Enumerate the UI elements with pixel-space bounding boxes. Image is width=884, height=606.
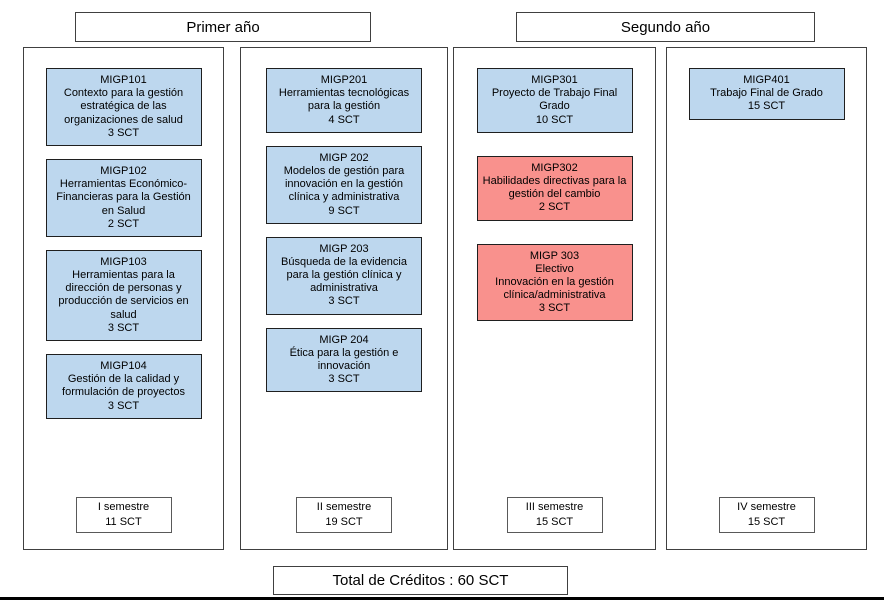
course-credits: 3 SCT — [328, 295, 360, 308]
course-code: MIGP103 — [100, 255, 147, 268]
course-code: MIGP104 — [100, 360, 147, 372]
course-title: Búsqueda de la evidencia para la gestión… — [281, 255, 407, 295]
semester-summary-box-3: III semestre 15 SCT — [506, 497, 603, 533]
course-code: MIGP 204 — [319, 333, 369, 346]
course-list: MIGP101 Contexto para la gestión estraté… — [24, 48, 223, 419]
course-box-migp102: MIGP102 Herramientas Económico-Financier… — [45, 158, 202, 237]
semester-name: IV semestre — [737, 501, 796, 514]
course-title: Contexto para la gestión estratégica de … — [63, 87, 184, 126]
course-title: Electivo Innovación en la gestión clínic… — [495, 262, 614, 302]
course-title: Proyecto de Trabajo Final Grado — [491, 87, 618, 113]
course-credits: 2 SCT — [107, 217, 140, 230]
course-credits: 9 SCT — [328, 204, 360, 217]
course-box-migp101: MIGP101 Contexto para la gestión estraté… — [45, 68, 202, 146]
semester-column-2: MIGP201 Herramientas tecnológicas para l… — [240, 47, 448, 550]
total-credits-label: Total de Créditos : 60 SCT — [332, 572, 509, 589]
course-credits: 3 SCT — [107, 126, 140, 139]
course-code: MIGP301 — [531, 74, 578, 86]
course-code: MIGP102 — [100, 164, 147, 177]
course-box-migp301: MIGP301 Proyecto de Trabajo Final Grado … — [476, 68, 633, 133]
semester-name: I semestre — [97, 501, 150, 514]
course-code: MIGP201 — [320, 74, 368, 86]
course-box-migp303: MIGP 303 Electivo Innovación en la gesti… — [476, 243, 633, 322]
course-credits: 3 SCT — [107, 321, 140, 334]
course-credits: 10 SCT — [535, 113, 574, 126]
course-credits: 4 SCT — [328, 113, 360, 126]
course-list: MIGP301 Proyecto de Trabajo Final Grado … — [454, 48, 655, 322]
course-box-migp202: MIGP 202 Modelos de gestión para innovac… — [266, 145, 422, 224]
course-title: Habilidades directivas para la gestión d… — [482, 174, 627, 201]
total-credits-box: Total de Créditos : 60 SCT — [273, 566, 568, 595]
semester-column-4: MIGP401 Trabajo Final de Grado 15 SCT IV… — [666, 47, 867, 550]
course-credits: 2 SCT — [538, 201, 571, 214]
course-list: MIGP401 Trabajo Final de Grado 15 SCT — [667, 48, 866, 120]
course-box-migp103: MIGP103 Herramientas para la dirección d… — [45, 249, 202, 341]
course-box-migp203: MIGP 203 Búsqueda de la evidencia para l… — [266, 236, 422, 315]
semester-summary-box-4: IV semestre 15 SCT — [718, 497, 815, 533]
semester-summary-box-2: II semestre 19 SCT — [296, 497, 392, 533]
bottom-divider — [0, 597, 884, 600]
year-header-first: Primer año — [75, 12, 371, 42]
semester-column-1: MIGP101 Contexto para la gestión estraté… — [23, 47, 224, 550]
course-box-migp104: MIGP104 Gestión de la calidad y formulac… — [45, 354, 202, 419]
year-header-label: Segundo año — [620, 18, 711, 36]
course-title: Herramientas para la dirección de person… — [58, 269, 189, 321]
course-credits: 3 SCT — [328, 373, 360, 386]
course-code: MIGP302 — [531, 161, 578, 174]
course-title: Herramientas Económico-Financieras para … — [56, 178, 191, 217]
year-header-second: Segundo año — [516, 12, 815, 42]
course-title: Gestión de la calidad y formulación de p… — [62, 373, 185, 399]
course-credits: 3 SCT — [107, 399, 140, 412]
semester-summary-box-1: I semestre 11 SCT — [75, 497, 172, 533]
course-credits: 15 SCT — [747, 100, 786, 113]
course-code: MIGP 303 — [529, 249, 580, 262]
year-header-label: Primer año — [186, 18, 260, 36]
course-title: Modelos de gestión para innovación en la… — [283, 164, 405, 204]
course-list: MIGP201 Herramientas tecnológicas para l… — [241, 48, 447, 393]
course-box-migp401: MIGP401 Trabajo Final de Grado 15 SCT — [688, 68, 845, 120]
course-code: MIGP 203 — [319, 242, 369, 255]
course-title: Ética para la gestión e innovación — [289, 346, 399, 372]
course-box-migp201: MIGP201 Herramientas tecnológicas para l… — [266, 68, 422, 133]
course-box-migp302: MIGP302 Habilidades directivas para la g… — [476, 155, 633, 221]
semester-column-3: MIGP301 Proyecto de Trabajo Final Grado … — [453, 47, 656, 550]
semester-credits: 11 SCT — [105, 516, 142, 528]
course-code: MIGP101 — [100, 74, 147, 86]
semester-name: II semestre — [316, 501, 372, 514]
course-credits: 3 SCT — [538, 302, 571, 315]
course-title: Herramientas tecnológicas para la gestió… — [278, 87, 410, 113]
semester-credits: 15 SCT — [747, 516, 786, 528]
course-box-migp204: MIGP 204 Ética para la gestión e innovac… — [266, 327, 422, 393]
semester-name: III semestre — [525, 501, 584, 514]
semester-credits: 15 SCT — [535, 516, 574, 528]
course-code: MIGP401 — [743, 74, 790, 86]
course-code: MIGP 202 — [319, 151, 369, 164]
semester-credits: 19 SCT — [325, 516, 363, 528]
course-title: Trabajo Final de Grado — [710, 87, 823, 100]
